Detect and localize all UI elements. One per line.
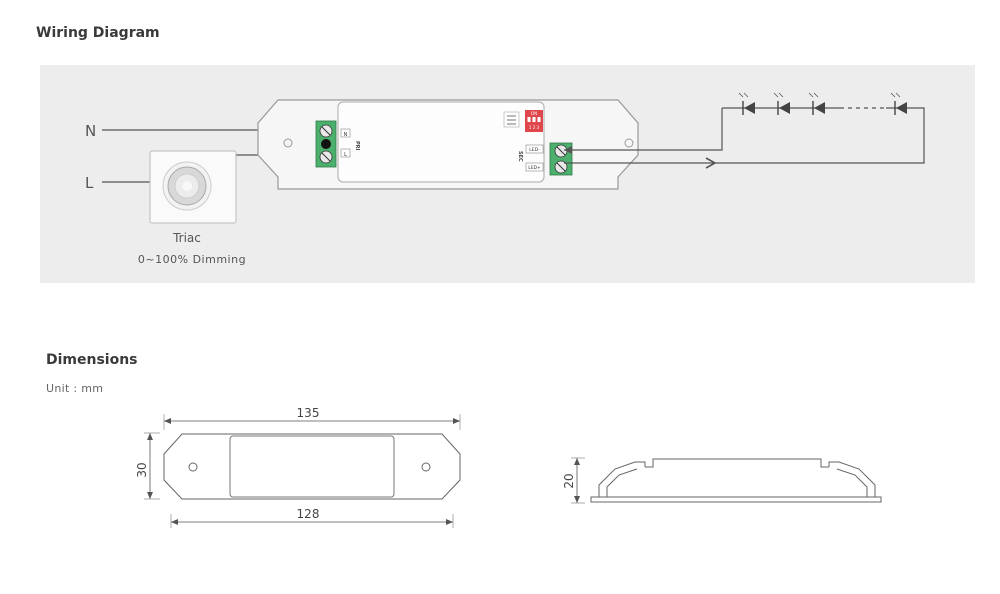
led-plus-wire bbox=[564, 107, 925, 164]
led-minus-wire bbox=[564, 108, 723, 151]
unit-label: Unit : mm bbox=[46, 382, 104, 395]
dip-number-labels: 1 2 3 bbox=[529, 125, 540, 130]
led-icon bbox=[773, 92, 790, 115]
sec-plus-label: LED+ bbox=[528, 165, 541, 171]
dimmer-range-caption: 0~100% Dimming bbox=[138, 253, 246, 266]
sec-minus-label: LED- bbox=[529, 147, 540, 153]
led-icon bbox=[890, 92, 907, 115]
l-terminal-label: L bbox=[85, 174, 94, 192]
led-minus-arrow bbox=[564, 146, 572, 154]
dip-on-label: ON bbox=[531, 111, 537, 116]
n-terminal-label: N bbox=[85, 122, 96, 140]
pri-n-box bbox=[340, 128, 351, 138]
primary-terminal-block bbox=[315, 120, 337, 168]
housing-cover bbox=[229, 435, 395, 498]
pri-l-box bbox=[340, 148, 351, 158]
mounting-hole bbox=[188, 462, 198, 472]
housing-side-profile bbox=[590, 458, 882, 503]
driver-module bbox=[257, 99, 639, 190]
top-view-drawing: 135 30 128 bbox=[135, 406, 461, 528]
sec-label: SEC bbox=[517, 151, 523, 162]
wiring-diagram-title: Wiring Diagram bbox=[36, 25, 160, 41]
pri-n-label: N bbox=[344, 132, 348, 138]
dimensions-title: Dimensions bbox=[46, 352, 138, 368]
wiring-diagram-svg: N L Triac 0~100% Dimming bbox=[85, 92, 925, 266]
led-icon bbox=[808, 92, 825, 115]
sec-minus-box bbox=[525, 144, 544, 154]
dip-switch bbox=[525, 110, 543, 132]
wiring-diagram-panel: N L Triac 0~100% Dimming bbox=[40, 65, 975, 283]
dip-mode-symbols bbox=[503, 111, 520, 128]
dimmer-caption: Triac bbox=[172, 231, 201, 245]
length-inner-value: 128 bbox=[297, 507, 320, 521]
side-view-drawing: 20 bbox=[562, 457, 882, 504]
sec-plus-box bbox=[525, 162, 544, 172]
mounting-hole bbox=[421, 462, 431, 472]
pri-label: PRI bbox=[354, 141, 360, 151]
pri-l-label: L bbox=[344, 152, 347, 158]
width-value: 30 bbox=[135, 462, 149, 477]
height-value: 20 bbox=[562, 473, 576, 488]
triac-dimmer bbox=[149, 150, 237, 224]
led-plus-arrow bbox=[705, 157, 717, 169]
length-total-value: 135 bbox=[297, 406, 320, 420]
led-icon bbox=[738, 92, 755, 115]
